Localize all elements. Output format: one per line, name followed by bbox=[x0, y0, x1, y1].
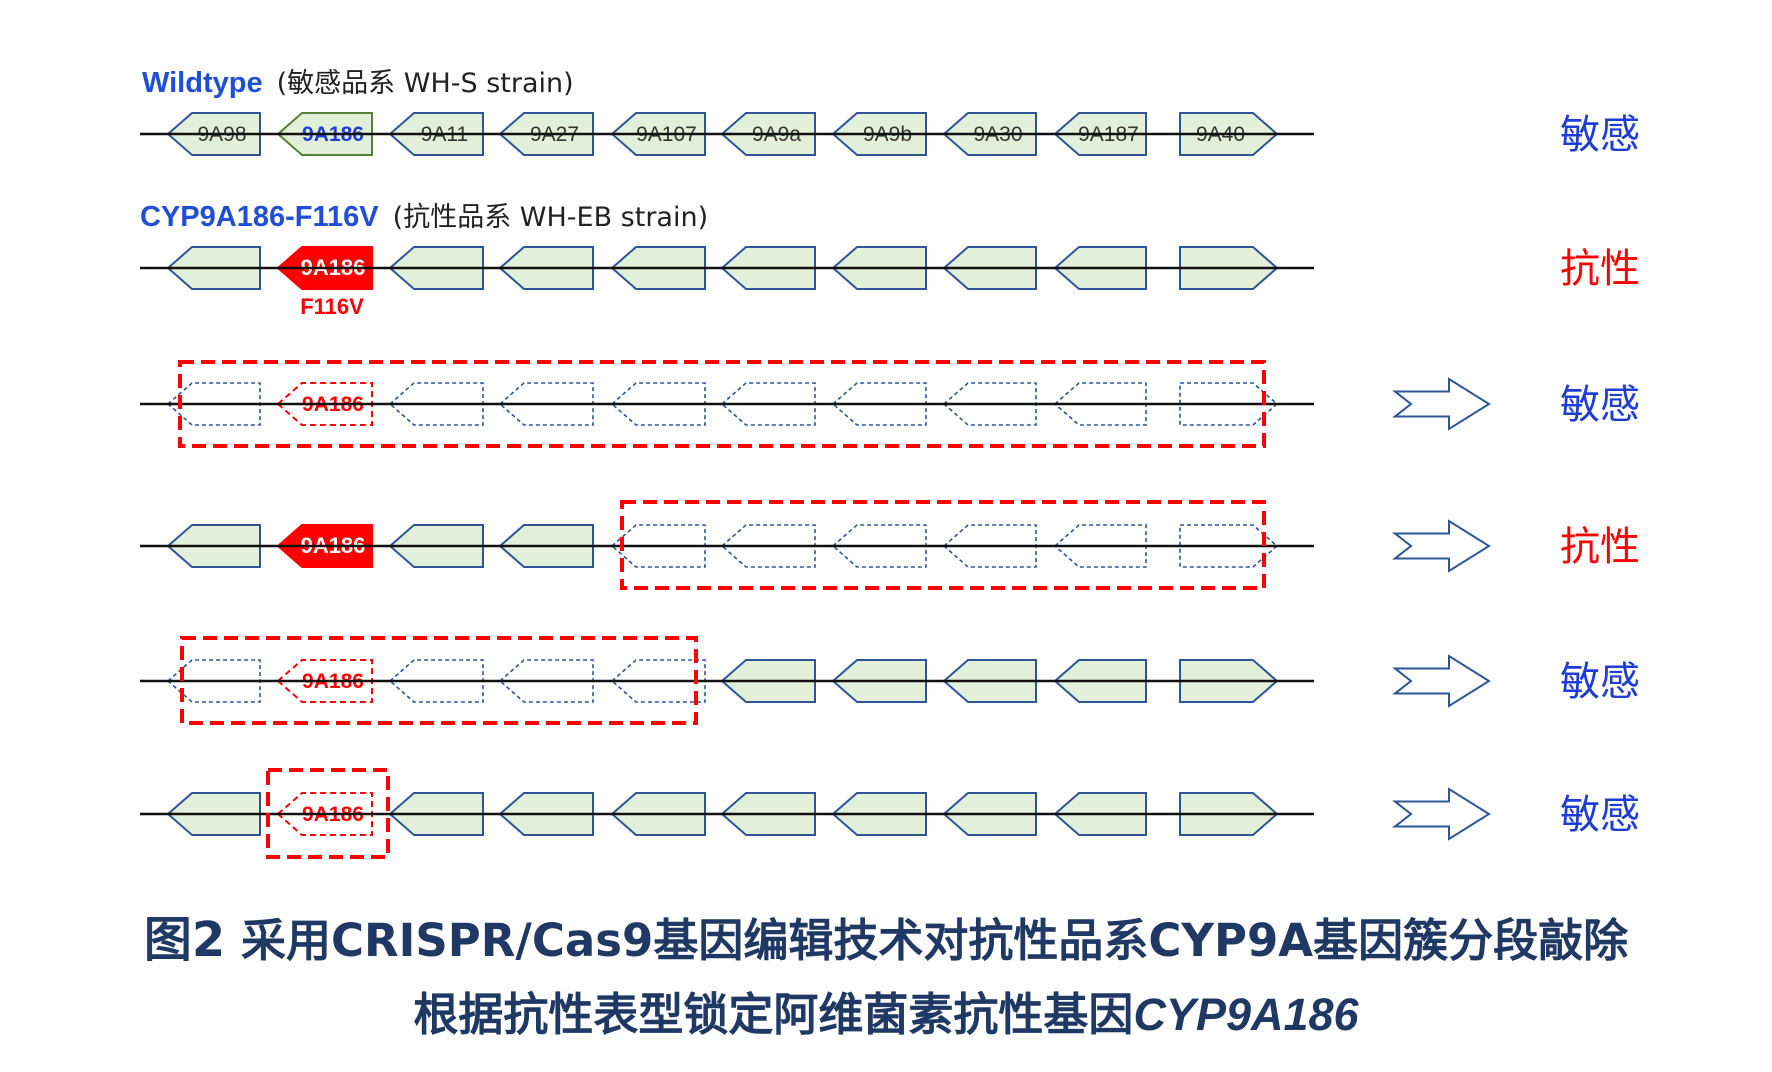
phenotype-resistant-label: 抗性 bbox=[1560, 246, 1640, 292]
figure-caption-line-2: 根据抗性表型锁定阿维菌素抗性基因CYP9A186 bbox=[0, 978, 1772, 1043]
result-arrow-icon bbox=[1392, 377, 1491, 431]
knockout-region-box bbox=[266, 768, 390, 859]
wildtype-title: Wildtype (敏感品系 WH-S strain) bbox=[142, 67, 574, 99]
result-arrow-icon bbox=[1392, 787, 1491, 841]
mutant-name: CYP9A186-F116V bbox=[140, 201, 379, 233]
phenotype-resistant-label: 抗性 bbox=[1560, 524, 1640, 570]
knockout-region-box bbox=[178, 360, 1266, 448]
knockout-region-box bbox=[620, 500, 1266, 590]
wildtype-strain-note: (敏感品系 WH-S strain) bbox=[277, 68, 574, 99]
result-arrow-icon bbox=[1392, 519, 1491, 573]
caption-gene-name: CYP9A186 bbox=[1133, 989, 1359, 1040]
mutant-title: CYP9A186-F116V (抗性品系 WH-EB strain) bbox=[140, 201, 708, 233]
mutant-strain-note: (抗性品系 WH-EB strain) bbox=[393, 202, 708, 233]
phenotype-sensitive-label: 敏感 bbox=[1560, 659, 1640, 705]
phenotype-sensitive-label: 敏感 bbox=[1560, 112, 1640, 158]
figure-caption-line-1: 图2 采用CRISPR/Cas9基因编辑技术对抗性品系CYP9A基因簇分段敲除 bbox=[0, 900, 1772, 970]
caption-text-2: 根据抗性表型锁定阿维菌素抗性基因 bbox=[413, 988, 1134, 1041]
figure-label: 图2 bbox=[143, 912, 226, 968]
mutation-label: F116V bbox=[300, 294, 364, 319]
phenotype-sensitive-label: 敏感 bbox=[1560, 382, 1640, 428]
knockout-region-box bbox=[180, 636, 698, 725]
caption-text-1: 采用CRISPR/Cas9基因编辑技术对抗性品系CYP9A基因簇分段敲除 bbox=[240, 914, 1629, 967]
wildtype-name: Wildtype bbox=[142, 67, 263, 99]
phenotype-sensitive-label: 敏感 bbox=[1560, 792, 1640, 838]
result-arrow-icon bbox=[1392, 654, 1491, 708]
